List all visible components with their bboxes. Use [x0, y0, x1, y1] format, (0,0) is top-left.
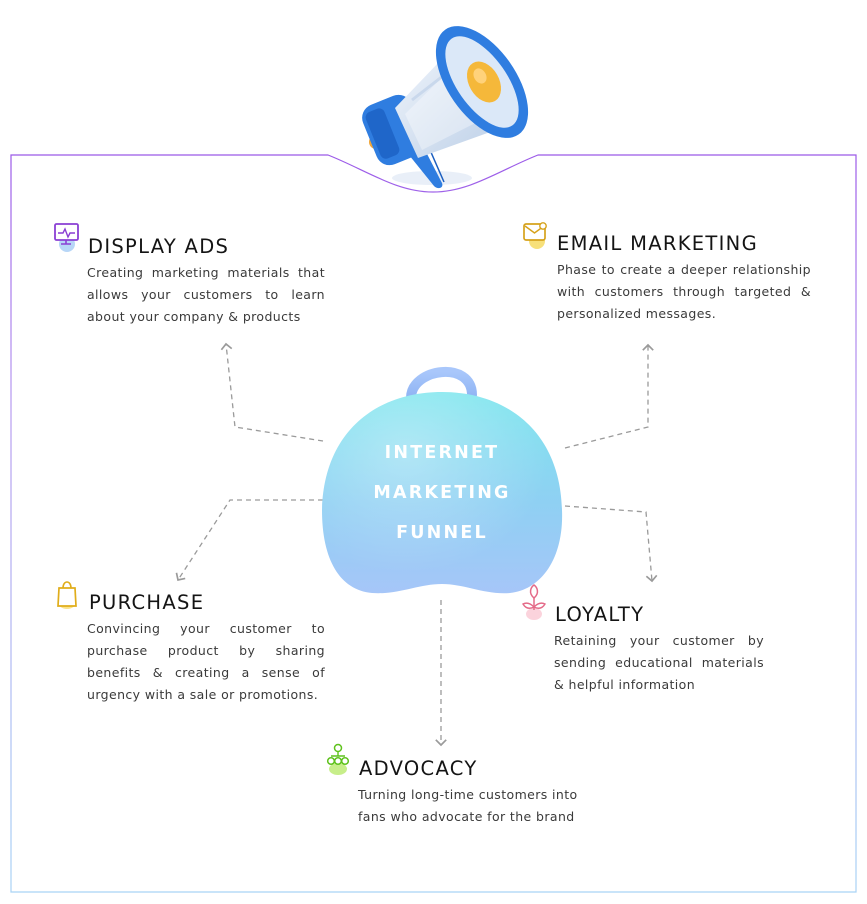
connector-display-ads: [220, 342, 324, 442]
display-ads-description: Creating marketing materials that allows…: [87, 265, 325, 324]
frame-border: [10, 154, 857, 893]
shopping-bag-icon: [57, 581, 77, 609]
purchase-title: PURCHASE: [89, 591, 205, 614]
advocacy-title: ADVOCACY: [359, 757, 478, 780]
envelope-icon: [523, 222, 547, 249]
display-ads-title: DISPLAY ADS: [88, 235, 230, 258]
connector-email-marketing: [564, 343, 654, 449]
connectors: [175, 342, 658, 747]
network-people-icon: [326, 743, 350, 775]
advocacy-description: Turning long-time customers into fans wh…: [358, 787, 578, 824]
plant-icon: [522, 584, 546, 620]
email-marketing-description: Phase to create a deeper relationship wi…: [557, 262, 811, 321]
monitor-pulse-icon: [54, 223, 79, 252]
connector-loyalty: [564, 505, 658, 583]
loyalty-title: LOYALTY: [555, 603, 645, 626]
connector-purchase: [175, 499, 323, 582]
center-title-line3: FUNNEL: [396, 523, 488, 543]
center-title-line1: INTERNET: [384, 443, 500, 463]
loyalty-description: Retaining your customer by sending educa…: [554, 633, 764, 692]
purchase-description: Convincing your customer to purchase pro…: [87, 621, 325, 702]
center-title-line2: MARKETING: [373, 483, 511, 503]
center-funnel-shape: [322, 367, 563, 594]
megaphone-icon: [362, 26, 529, 189]
email-marketing-title: EMAIL MARKETING: [557, 232, 758, 255]
